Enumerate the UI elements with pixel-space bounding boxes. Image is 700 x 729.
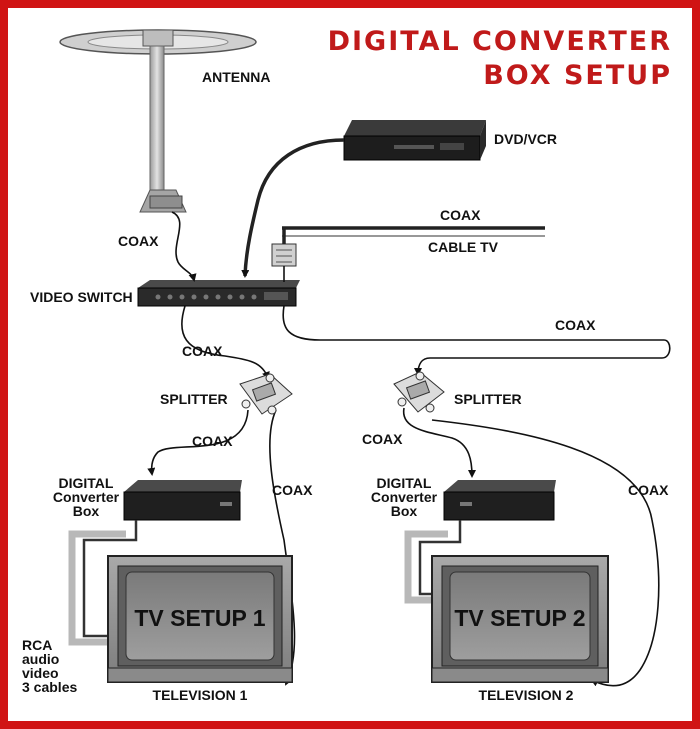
tv-1-screen-text: TV SETUP 1 xyxy=(134,605,265,631)
splitter-1-label: SPLITTER xyxy=(160,391,228,407)
coax-antenna-label: COAX xyxy=(118,233,159,249)
cable-tv-label: CABLE TV xyxy=(428,239,499,255)
title-line-2: BOX SETUP xyxy=(483,60,672,91)
converter-1-label-line-3: Box xyxy=(73,503,100,519)
coax-cable-label: COAX xyxy=(440,207,481,223)
title-line-1: DIGITAL CONVERTER xyxy=(328,26,672,57)
tv-1-caption: TELEVISION 1 xyxy=(153,687,248,703)
splitter-2-label: SPLITTER xyxy=(454,391,522,407)
antenna-label: ANTENNA xyxy=(202,69,270,85)
coax-split2-tv-label: COAX xyxy=(628,482,669,498)
splitter-2-device xyxy=(393,371,445,413)
splitter-1-device xyxy=(239,373,293,415)
dvd-vcr-label: DVD/VCR xyxy=(494,131,557,147)
coax-long-label: COAX xyxy=(555,317,596,333)
coax-split1-box-label: COAX xyxy=(192,433,233,449)
converter-2-label-line-3: Box xyxy=(391,503,418,519)
rca-cables xyxy=(68,520,462,646)
antenna-device xyxy=(59,29,257,213)
television-1-device xyxy=(107,555,293,683)
converter-box-1-device xyxy=(123,480,242,521)
converter-1-label-line-2: Converter xyxy=(53,489,120,505)
tv-2-caption: TELEVISION 2 xyxy=(479,687,574,703)
coax-split2-box-label: COAX xyxy=(362,431,403,447)
rca-label-line-3: video xyxy=(22,665,59,681)
dvd-vcr-device xyxy=(343,120,486,161)
coax-split1-tv-label: COAX xyxy=(272,482,313,498)
converter-1-label-line-1: DIGITAL xyxy=(59,475,114,491)
tv-2-screen-text: TV SETUP 2 xyxy=(454,605,585,631)
rca-label-line-4: 3 cables xyxy=(22,679,77,695)
converter-box-2-device xyxy=(443,480,556,521)
video-switch-device xyxy=(137,280,300,307)
television-2-device xyxy=(431,555,609,683)
cable-tv-line xyxy=(271,226,545,282)
coax-cables xyxy=(147,138,671,687)
coax-switch-out-label: COAX xyxy=(182,343,223,359)
rca-label-line-1: RCA xyxy=(22,637,52,653)
rca-label-line-2: audio xyxy=(22,651,59,667)
converter-2-label-line-2: Converter xyxy=(371,489,438,505)
converter-2-label-line-1: DIGITAL xyxy=(377,475,432,491)
video-switch-label: VIDEO SWITCH xyxy=(30,289,133,305)
